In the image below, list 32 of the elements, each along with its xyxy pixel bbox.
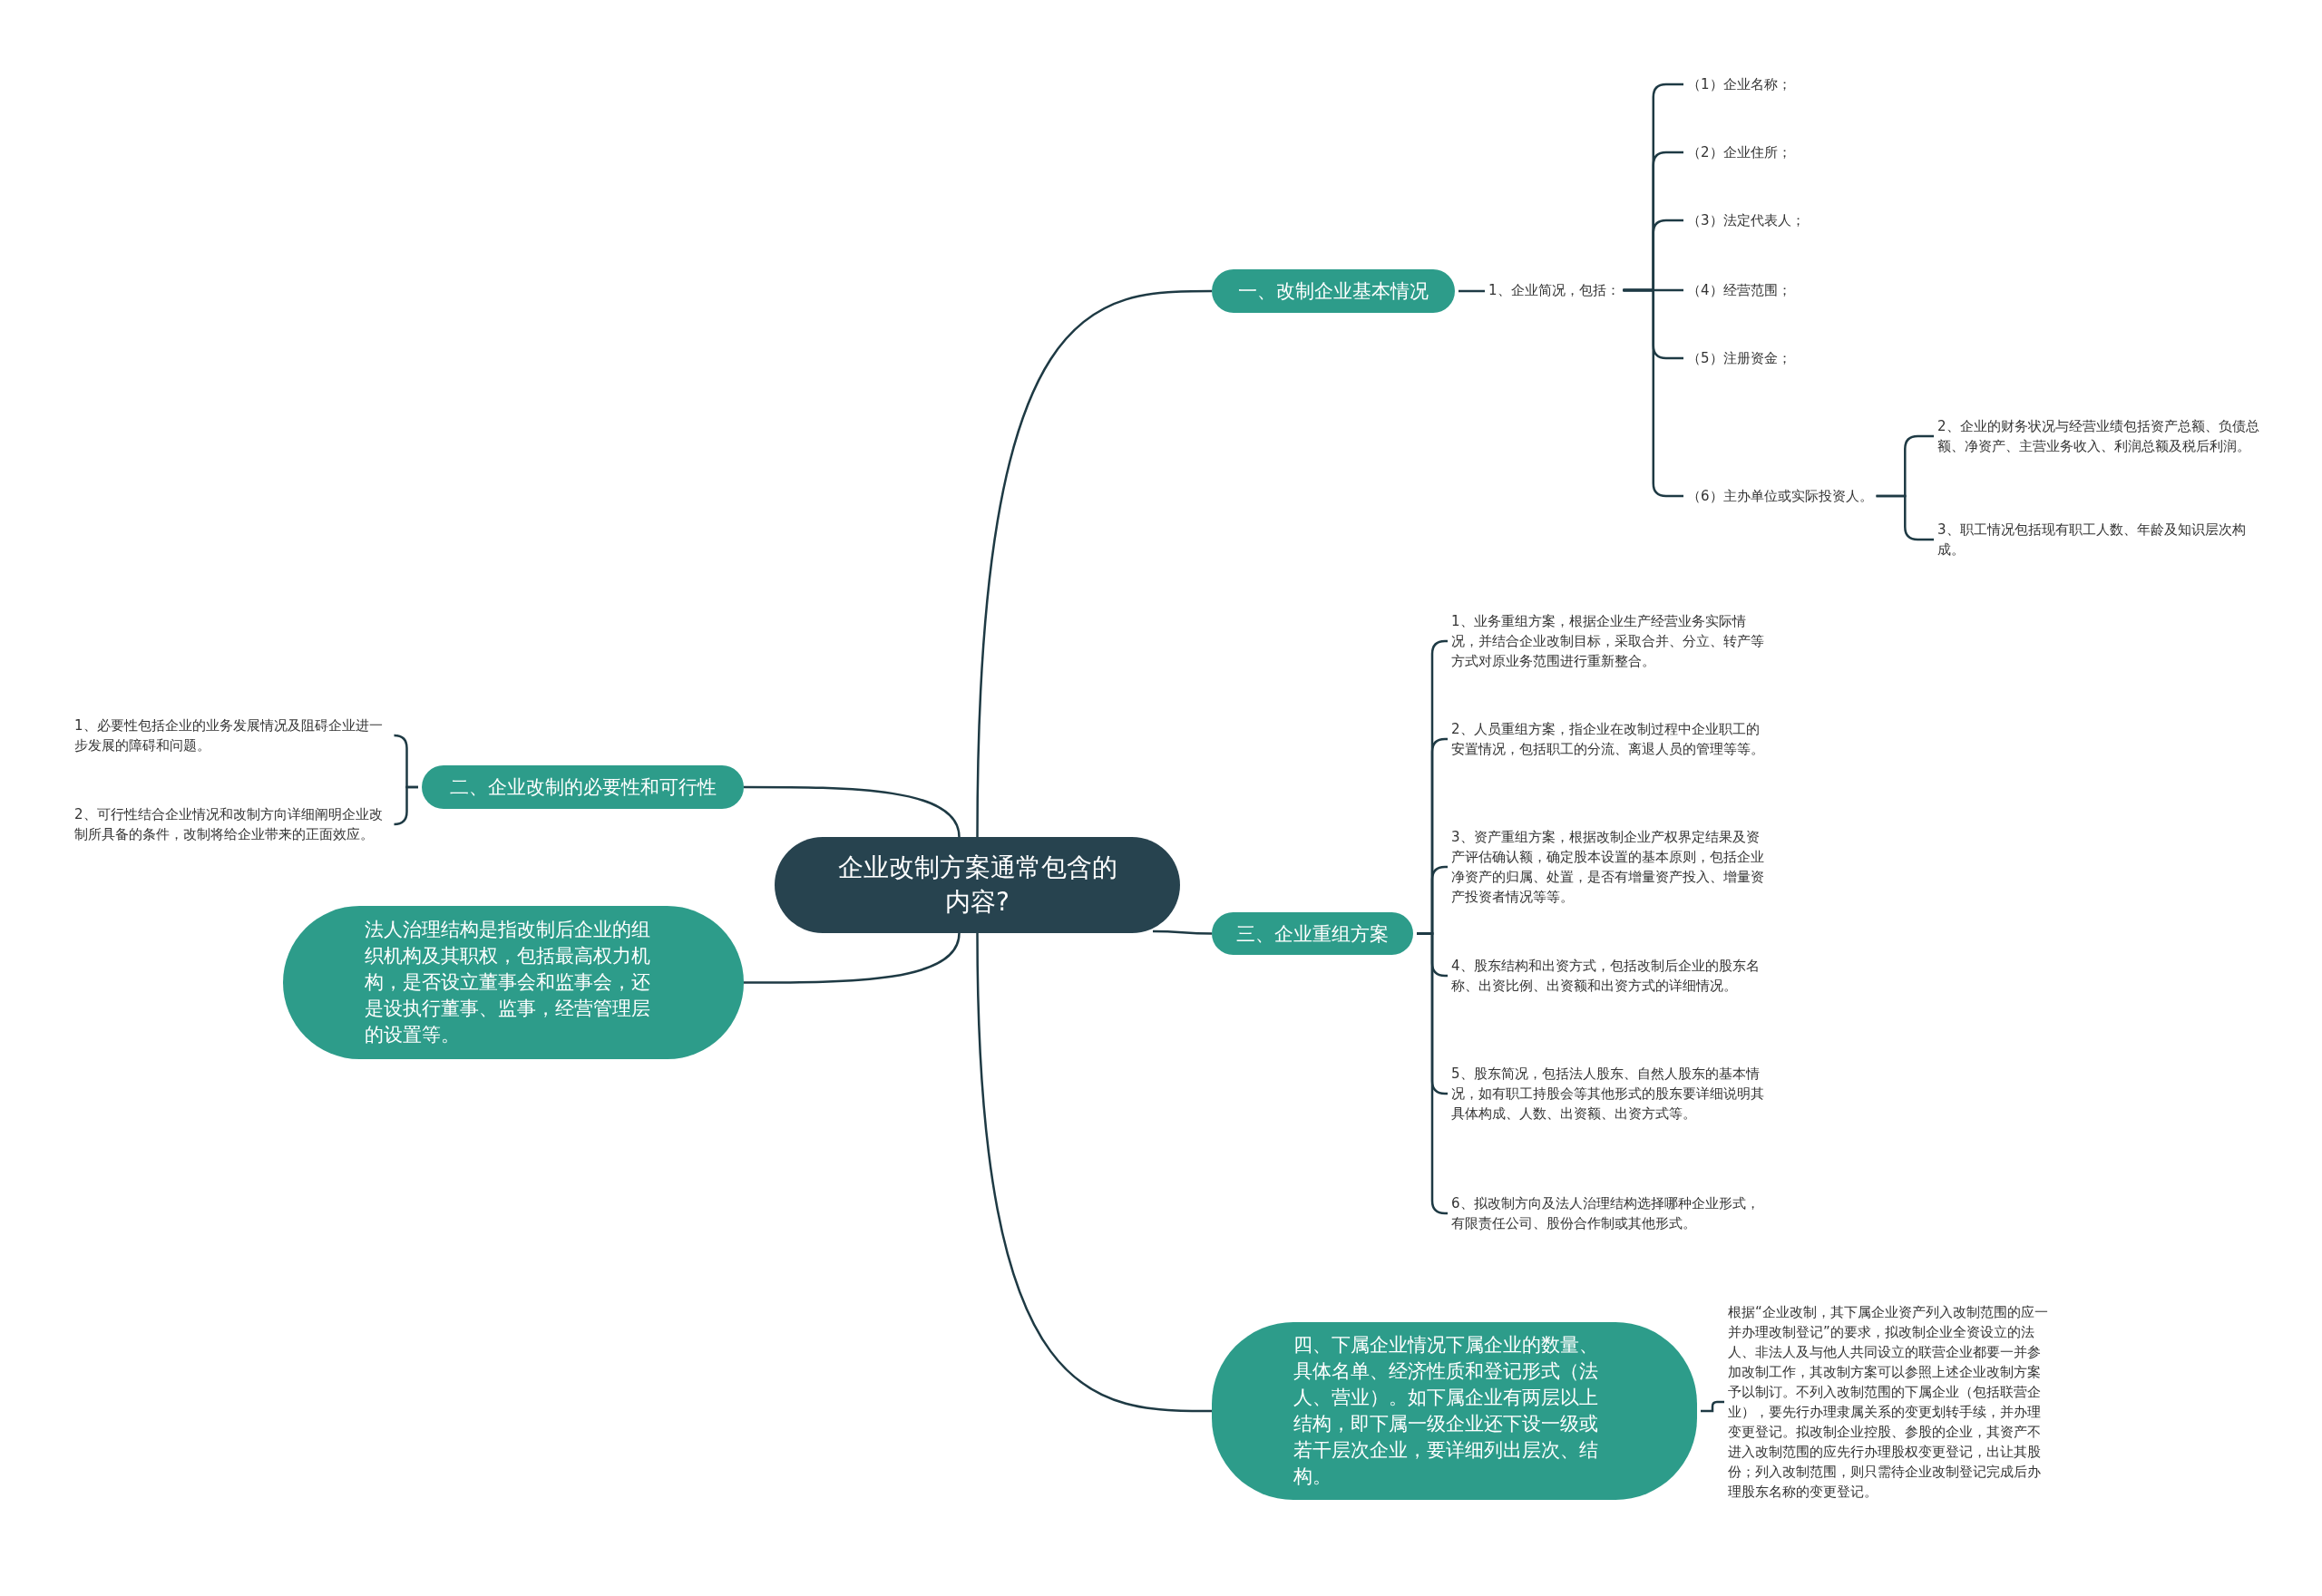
topic-pill: 法人治理结构是指改制后企业的组织机构及其职权，包括最高权力机构，是否设立董事会和监事会，还是设执行董事、监事，经营管理层的设置等。 bbox=[283, 906, 744, 1059]
topic-text: （5）注册资金； bbox=[1687, 348, 1791, 368]
connector bbox=[1459, 289, 1485, 293]
topic-text: 1、业务重组方案，根据企业生产经营业务实际情况，并结合企业改制目标，采取合并、分立、转产等方式对原业务范围进行重新整合。 bbox=[1451, 611, 1769, 671]
topic-text: 2、可行性结合企业情况和改制方向详细阐明企业改制所具备的条件，改制将给企业带来的正面效应。 bbox=[74, 804, 392, 844]
connector bbox=[393, 785, 418, 826]
topic-pill: 三、企业重组方案 bbox=[1212, 912, 1413, 955]
connector bbox=[1153, 929, 1212, 935]
connector bbox=[976, 289, 1212, 838]
topic-text: 3、资产重组方案，根据改制企业产权界定结果及资产评估确认额，确定股本设置的基本原则，包括企业净资产的归属、处置，是否有增量资产投入、增量资产投资者情况等等。 bbox=[1451, 827, 1769, 907]
connector bbox=[744, 785, 961, 838]
topic-text: 1、必要性包括企业的业务发展情况及阻碍企业进一步发展的障碍和问题。 bbox=[74, 715, 392, 755]
topic-text: 根据“企业改制，其下属企业资产列入改制范围的应一并办理改制登记”的要求，拟改制企业全资设立的法人、非法人及与他人共同设立的联营企业都要一并参加改制工作，其改制方案可以参照上述企业改制方案予以制订。不列入改制范围的下属企业（包括联营企业），要先行办理隶属关系的变更划转手续，并办理变更登记。拟改制企业控股、参股的企业，其资产不进入改制范围的应先行办理股权变更登记，出让其股份；列入改制范围，则只需待企业改制登记完成后办理股东名称的变更登记。 bbox=[1728, 1302, 2050, 1502]
central-topic: 企业改制方案通常包含的内容? bbox=[775, 837, 1180, 933]
topic-text: （3）法定代表人； bbox=[1687, 210, 1805, 230]
topic-text: （4）经营范围； bbox=[1687, 280, 1791, 300]
topic-text: 3、职工情况包括现有职工人数、年龄及知识层次构成。 bbox=[1937, 520, 2264, 560]
topic-pill: 二、企业改制的必要性和可行性 bbox=[422, 765, 744, 809]
connector bbox=[1701, 1400, 1724, 1413]
topic-text: 1、企业简况，包括： bbox=[1488, 280, 1620, 300]
topic-text: 2、人员重组方案，指企业在改制过程中企业职工的安置情况，包括职工的分流、离退人员的管理等等。 bbox=[1451, 719, 1769, 759]
topic-text: 6、拟改制方向及法人治理结构选择哪种企业形式，有限责任公司、股份合作制或其他形式。 bbox=[1451, 1193, 1769, 1233]
topic-text: 2、企业的财务状况与经营业绩包括资产总额、负债总额、净资产、主营业务收入、利润总额及税后利润。 bbox=[1937, 416, 2264, 456]
topic-text: （1）企业名称； bbox=[1687, 74, 1791, 94]
topic-pill: 四、下属企业情况下属企业的数量、具体名单、经济性质和登记形式（法人、营业）。如下属企业有两层以上结构，即下属一级企业还下设一级或若干层次企业，要详细列出层次、结构。 bbox=[1212, 1322, 1697, 1500]
topic-text: （6）主办单位或实际投资人。 bbox=[1687, 486, 1873, 506]
topic-pill: 一、改制企业基本情况 bbox=[1212, 269, 1455, 313]
topic-text: （2）企业住所； bbox=[1687, 142, 1791, 162]
topic-text: 5、股东简况，包括法人股东、自然人股东的基本情况，如有职工持股会等其他形式的股东要详细说明其具体构成、人数、出资额、出资方式等。 bbox=[1451, 1064, 1769, 1124]
topic-text: 4、股东结构和出资方式，包括改制后企业的股东名称、出资比例、出资额和出资方式的详细情况。 bbox=[1451, 956, 1769, 996]
connector bbox=[744, 932, 961, 984]
connector bbox=[976, 932, 1212, 1413]
